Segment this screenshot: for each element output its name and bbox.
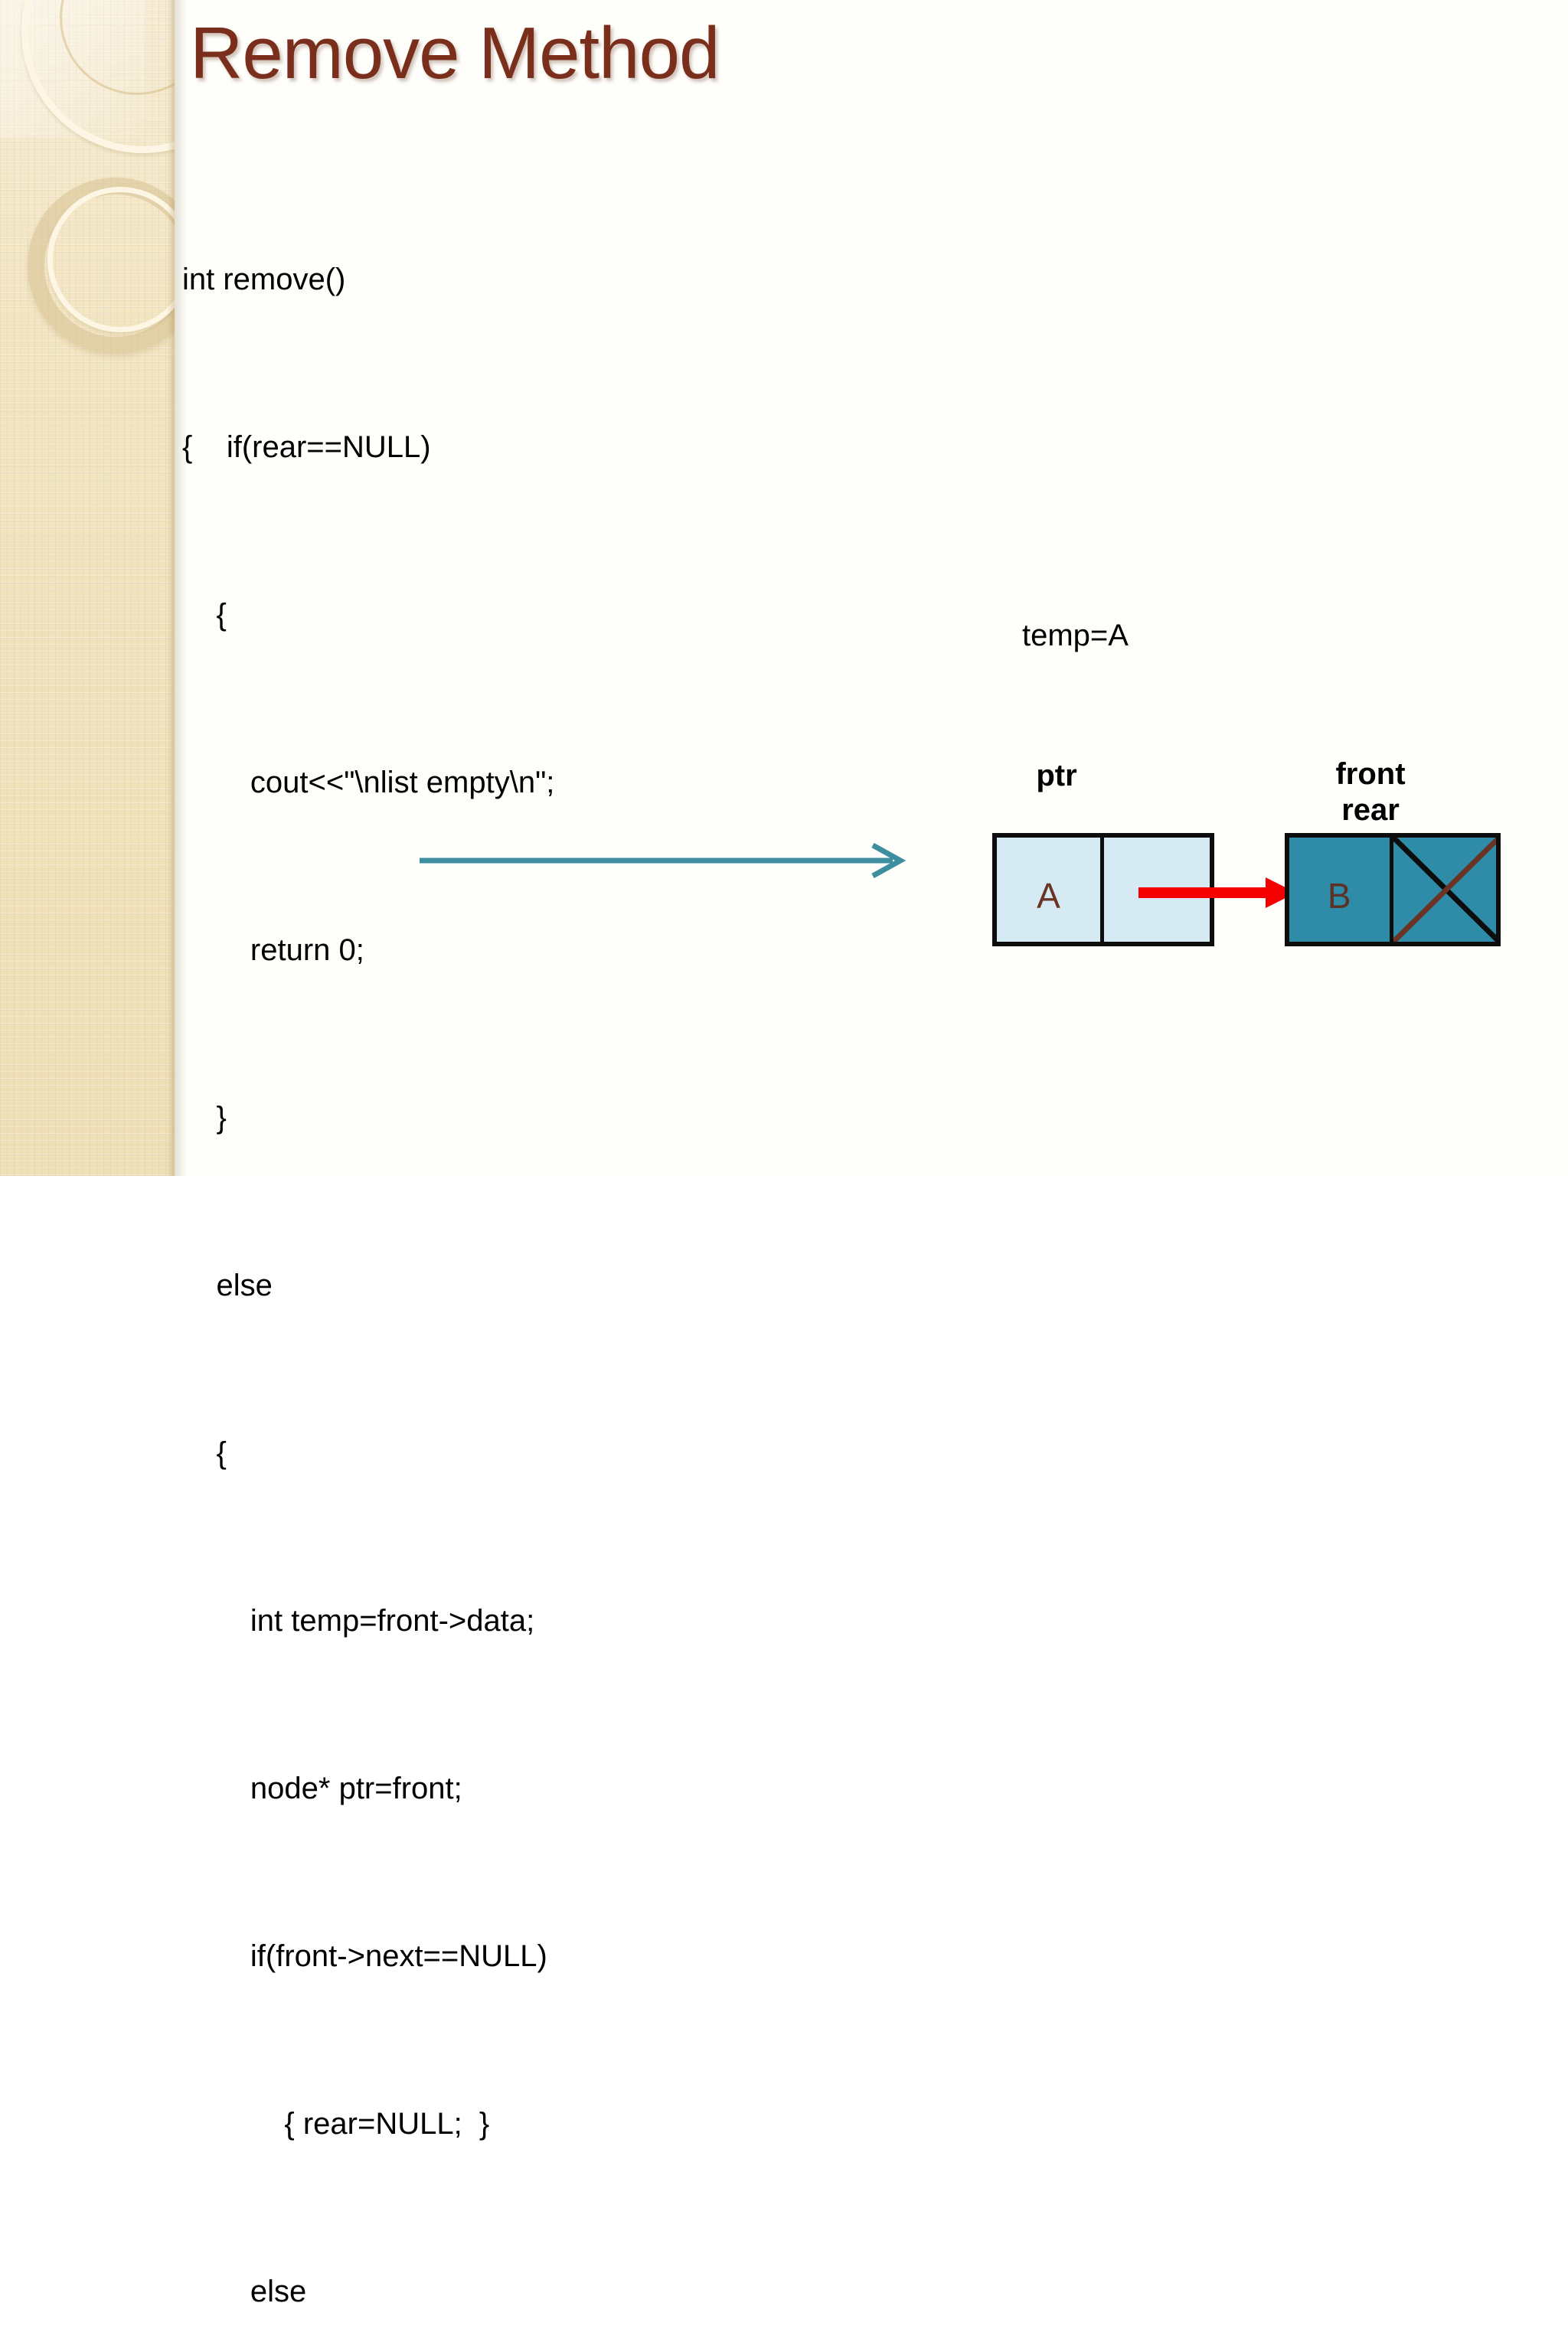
code-line: { rear=NULL; } [182, 2107, 490, 2141]
temp-assignment-label: temp=A [1022, 619, 1129, 652]
sidebar-texture [0, 0, 175, 1176]
pointer-label-rear: rear [1341, 793, 1400, 827]
node-b-value: B [1327, 876, 1351, 916]
page-title: Remove Method [190, 12, 720, 94]
code-line: node* ptr=front; [182, 1772, 462, 1805]
pointer-label-front: front [1335, 757, 1406, 791]
code-line: else [182, 1269, 273, 1302]
list-node-b: B [1285, 833, 1501, 946]
code-line: } [182, 1101, 227, 1135]
decorative-circle-thin-bottom [47, 187, 175, 332]
next-pointer-arrow [1138, 877, 1296, 908]
code-listing: int remove() { if(rear==NULL) { cout<<"\… [182, 140, 764, 2352]
slide-canvas: Remove Method int remove() { if(rear==NU… [0, 0, 1501, 2308]
node-b-null-cell [1393, 838, 1496, 942]
code-line: { [182, 598, 227, 632]
code-line: int temp=front->data; [182, 1604, 535, 1638]
list-node-a: A [992, 833, 1214, 946]
pointer-label-front-rear: front rear [1286, 756, 1455, 828]
pointer-label-ptr: ptr [1036, 759, 1077, 792]
node-a-value: A [1037, 876, 1060, 916]
code-line: cout<<"\nlist empty\n"; [182, 766, 555, 799]
code-line: { [182, 1436, 227, 1470]
code-line: { if(rear==NULL) [182, 430, 431, 464]
decorative-sidebar-band [0, 0, 175, 1176]
null-cross-icon [1393, 838, 1496, 942]
node-a-data-cell: A [997, 838, 1105, 942]
node-b-data-cell: B [1289, 838, 1393, 942]
else-annotation-arrow [420, 842, 906, 879]
node-a-next-cell [1104, 838, 1210, 942]
code-line: else [182, 2275, 307, 2308]
code-line: return 0; [182, 933, 364, 967]
sidebar-edge-shade [167, 0, 175, 1176]
code-line: int remove() [182, 263, 346, 296]
code-line: if(front->next==NULL) [182, 1939, 547, 1973]
